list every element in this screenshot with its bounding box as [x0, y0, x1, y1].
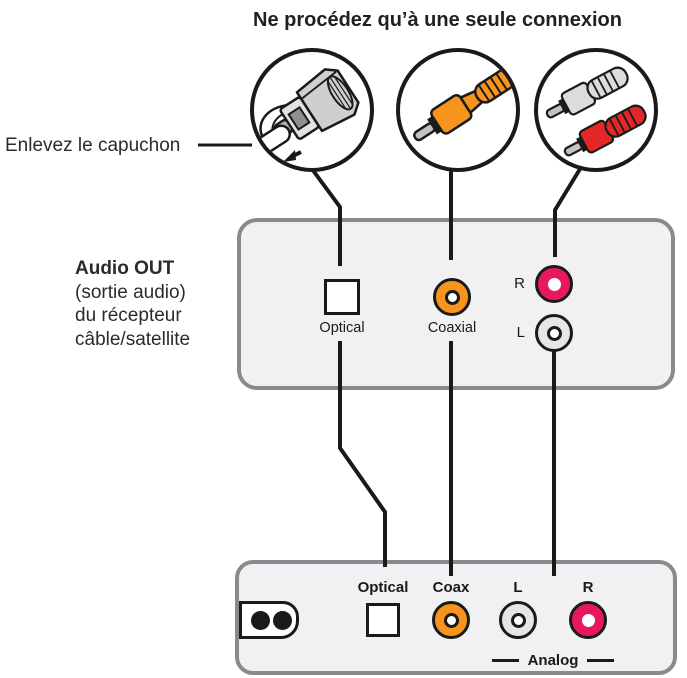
- coaxial-cable-connector-icon: [396, 48, 520, 172]
- rca-white-plug-icon: [545, 66, 629, 119]
- analog-group-label: Analog: [480, 651, 626, 669]
- rca-red-plug-icon: [563, 104, 647, 157]
- terminal-dot-icon: [273, 611, 292, 630]
- receiver-right-label: R: [514, 275, 525, 292]
- rca-port-hole: [510, 612, 526, 628]
- device-optical-label: Optical: [357, 579, 409, 596]
- rca-port-hole: [546, 325, 562, 341]
- audio-out-line: du récepteur: [75, 305, 182, 326]
- diagram-title: Ne procédez qu’à une seule connexion: [253, 9, 622, 31]
- audio-out-callout: Audio OUT (sortie audio) du récepteur câ…: [75, 257, 190, 351]
- rca-port-hole: [547, 277, 561, 291]
- device-right-label: R: [582, 579, 594, 596]
- rca-port-hole: [581, 613, 595, 627]
- receiver-right-rca-port: [535, 265, 573, 303]
- coax-port-hole: [443, 612, 459, 628]
- receiver-coaxial-port: [433, 278, 471, 316]
- optical-cable-connector-icon: [250, 48, 374, 172]
- dual-terminal-icon: [239, 601, 299, 639]
- receiver-optical-label: Optical: [319, 320, 365, 336]
- device-coax-port: [432, 601, 470, 639]
- device-optical-port: [366, 603, 400, 637]
- audio-out-line: Audio OUT: [75, 258, 175, 279]
- remove-cap-callout: Enlevez le capuchon: [5, 135, 181, 156]
- receiver-left-label: L: [516, 324, 525, 341]
- analog-dash: [491, 658, 519, 662]
- audio-out-line: câble/satellite: [75, 328, 191, 350]
- stereo-rca-cable-connector-icon: [534, 48, 658, 172]
- device-coax-label: Coax: [432, 579, 470, 596]
- coaxial-port-hole: [444, 289, 460, 305]
- analog-text: Analog: [527, 651, 579, 669]
- device-left-label: L: [513, 579, 523, 596]
- terminal-dot-icon: [251, 611, 270, 630]
- device-left-rca-port: [499, 601, 537, 639]
- remove-cap-arrow-icon: [283, 150, 302, 162]
- device-right-rca-port: [569, 601, 607, 639]
- audio-out-line: (sortie audio): [75, 281, 186, 303]
- receiver-coaxial-label: Coaxial: [427, 320, 477, 336]
- receiver-left-rca-port: [535, 314, 573, 352]
- receiver-optical-port: [324, 279, 360, 315]
- analog-dash: [587, 658, 615, 662]
